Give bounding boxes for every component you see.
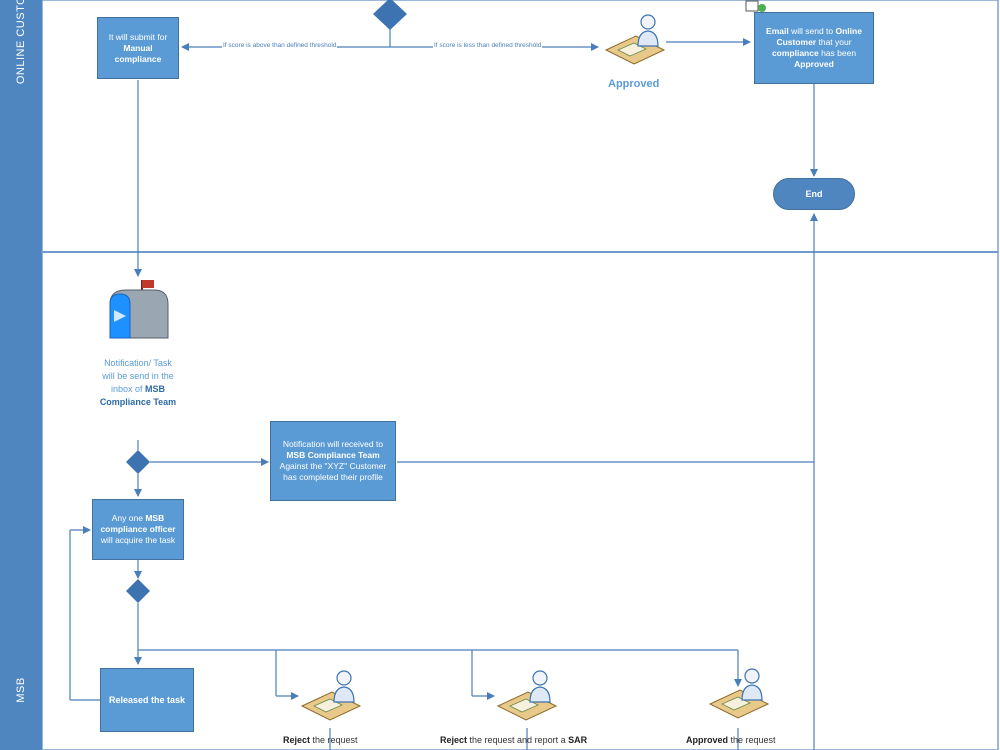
reject-word: Reject — [283, 735, 311, 745]
online-customer-word: Online Customer — [776, 26, 862, 47]
approved-word: Approved — [794, 59, 834, 69]
acquire-officer: MSB compliance officer — [100, 513, 176, 534]
inbox-notification-annotation: Notification/ Task will be send in the i… — [98, 357, 178, 409]
reject-sar-text: the request and report a — [467, 735, 569, 745]
acquire-text-1: Any one — [111, 513, 146, 523]
decision-diamond-icon — [126, 450, 150, 474]
email-customer-box: Email will send to Online Customer that … — [754, 12, 874, 84]
decision-diamond-icon — [126, 579, 150, 603]
notify-text-1: Notification will received to — [282, 439, 384, 449]
inbox-text: Notification/ Task will be send in the i… — [102, 358, 174, 394]
reject-sar-word: Reject — [440, 735, 468, 745]
manual-compliance-box: It will submit for Manual compliance — [97, 17, 179, 79]
approved-label: Approved — [608, 78, 660, 90]
email-text-2: that your — [816, 37, 852, 47]
email-envelope-icon — [745, 0, 766, 12]
reject-caption: Reject the request — [283, 735, 358, 745]
email-text-1: will send to — [788, 26, 836, 36]
reject-sar-caption: Reject the request and report a SAR — [440, 735, 587, 745]
acquire-text-2: will acquire the task — [100, 535, 176, 545]
person-at-desk-icon — [496, 670, 558, 721]
email-text-3: has been — [818, 48, 857, 58]
approved-caption-text: the request — [728, 735, 776, 745]
person-at-desk-icon — [604, 14, 666, 65]
released-task-box: Released the task — [100, 668, 194, 732]
manual-compliance-bold: Manual compliance — [114, 42, 162, 64]
notify-team: MSB Compliance Team — [286, 450, 380, 460]
notify-text-2: Against the "XYZ" Customer has completed… — [279, 461, 387, 482]
person-at-desk-icon — [300, 670, 362, 721]
lane-label-msb: MSB — [15, 677, 27, 703]
compliance-word: compliance — [771, 48, 819, 58]
lane-header-online-customer — [0, 0, 42, 251]
edge-label-below-threshold: If score is less than defined threshold — [433, 42, 543, 49]
decision-diamond-icon — [373, 0, 407, 30]
sar-word: SAR — [568, 735, 588, 745]
mailbox-icon — [109, 280, 169, 339]
manual-compliance-text: It will submit for — [108, 31, 168, 42]
approved-caption-word: Approved — [686, 735, 729, 745]
lane-label-online-customer: ONLINE CUSTO — [15, 0, 27, 85]
acquire-task-box: Any one MSB compliance officer will acqu… — [92, 499, 184, 560]
end-terminator: End — [773, 178, 855, 210]
person-at-desk-icon — [708, 668, 770, 719]
email-word: Email — [766, 26, 789, 36]
lane-header-msb — [0, 253, 42, 750]
notification-received-box: Notification will received to MSB Compli… — [270, 421, 396, 501]
inbox-team: MSB Compliance Team — [99, 384, 177, 407]
edge-label-above-threshold: If score is above than defined threshold — [222, 42, 338, 49]
reject-text: the request — [310, 735, 358, 745]
approved-caption: Approved the request — [686, 735, 776, 745]
